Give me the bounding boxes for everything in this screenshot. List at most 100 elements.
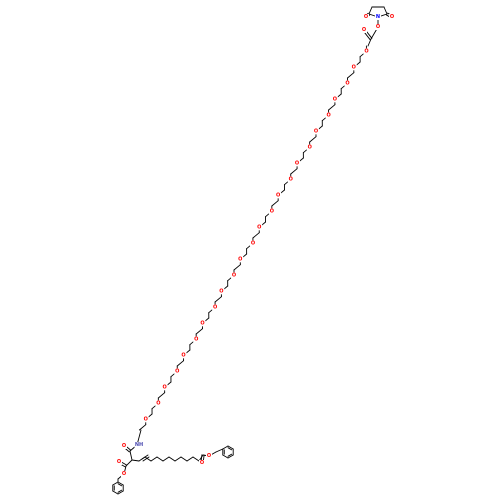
peg-ether-oxygen-symbol: O [308,144,312,150]
peg-ether-oxygen-symbol: O [257,224,261,230]
imide-carbonyl-oxygen-left-mask [363,14,369,20]
peg-ether-oxygen-mask [256,224,263,231]
succinimide-bond [383,6,388,15]
side-chain-bond [162,456,170,462]
stereo-hash-bond [142,456,150,462]
left-phenyl-ring-bond [112,490,119,495]
peg-ether-oxygen: O [306,144,313,151]
peg-ether-oxygen-symbol: O [333,96,337,102]
peg-ether-oxygen-symbol: O [345,80,349,86]
peg-ether-oxygen-mask [155,400,162,407]
nhs-ester-oxygen-symbol: O [376,24,380,30]
side-chain-bond [168,456,176,462]
peg-backbone-bond [309,136,317,143]
peg-ether-oxygen-symbol: O [276,192,280,198]
imide-carbonyl-oxygen-right-mask [389,14,395,20]
peg-ether-oxygen-symbol: O [175,368,179,374]
right-phenyl-ring-bond [227,445,234,450]
left-phenyl-ring-bond [117,481,124,486]
side-chain-bond [131,459,140,462]
peg-ether-oxygen-symbol: O [295,160,299,166]
peg-backbone-bond [233,264,241,271]
peg-ether-oxygen-symbol: O [213,304,217,310]
side-chain-bond [192,456,200,462]
peg-ether-oxygen-symbol: O [251,240,255,246]
side-chain-bond [156,456,164,462]
left-phenyl-ring-bond [112,481,119,486]
amide-nh-mask [134,442,144,448]
peg-backbone-bond [214,296,222,303]
peg-backbone-bond [271,200,279,207]
ester-carbonyl-oxygen: O [361,27,367,33]
peg-ether-oxygen-symbol: O [232,272,236,278]
peg-ether-oxygen: O [256,224,263,231]
amide-carbonyl-oxygen: O [121,443,127,449]
stereo-hash-bond [141,454,149,460]
side-chain-bond [186,456,194,462]
peg-to-ester-bond [367,38,372,47]
peg-ether-oxygen-symbol: O [200,320,204,326]
amide-nh: NH [134,442,144,448]
left-ester-alkoxy-oxygen-symbol: O [122,471,126,477]
peg-ether-oxygen: O [161,384,168,391]
amide-carbonyl-oxygen-mask [121,443,127,449]
amide-nh-symbol: NH [135,442,143,448]
peg-ether-oxygen-mask [331,96,338,103]
peg-ether-oxygen: O [268,208,275,215]
right-ester-alkoxy-oxygen: O [206,453,212,459]
peg-ether-oxygen-mask [218,288,225,295]
peg-ether-oxygen-mask [161,384,168,391]
imide-carbonyl-oxygen-right: O [389,14,395,20]
side-chain-bond [180,456,188,462]
right-ester-carbonyl-oxygen-mask [199,460,205,466]
right-ester-carbonyl-oxygen: O [199,460,205,466]
peg-backbone-bond [157,392,166,399]
peg-ether-oxygen: O [174,368,181,375]
alpha-to-ester-bond [125,459,133,467]
peg-ether-oxygen-symbol: O [162,384,166,390]
imide-carbonyl-oxygen-right-symbol: O [390,14,394,20]
peg-ether-oxygen-mask [363,48,370,55]
peg-ether-oxygen-mask [231,272,238,279]
peg-ether-oxygen: O [363,48,370,55]
imide-carbonyl-oxygen-left-symbol: O [364,14,368,20]
peg-ether-oxygen-mask [249,240,256,247]
right-phenyl-ring-inner-bond [227,453,233,457]
peg-ether-oxygen-mask [193,336,200,343]
peg-backbone-bond [290,168,298,175]
left-phenyl-ring-bond [117,490,124,495]
left-ester-carbonyl-oxygen-symbol: O [117,459,121,465]
peg-ether-oxygen-symbol: O [270,208,274,214]
ester-carbonyl-oxygen-mask [361,27,367,33]
peg-ether-oxygen: O [231,272,238,279]
peg-ether-oxygen-mask [294,160,301,167]
peg-ether-oxygen-mask [268,208,275,215]
bond-layer [112,6,394,495]
peg-ether-oxygen-mask [344,80,351,87]
peg-ether-oxygen: O [312,128,319,135]
peg-ether-oxygen: O [249,240,256,247]
right-phenyl-ring-inner-bond [227,447,233,451]
peg-ether-oxygen: O [325,112,332,119]
peg-ether-oxygen-symbol: O [352,64,356,70]
peg-ether-oxygen-mask [325,112,332,119]
left-ester-alkoxy-oxygen-mask [121,471,127,477]
peg-ether-oxygen: O [142,416,149,423]
peg-ether-oxygen: O [294,160,301,167]
peg-ether-oxygen-symbol: O [219,288,223,294]
peg-backbone-bond [252,232,260,239]
succinimide-bond [368,6,373,15]
peg-ether-oxygen: O [237,256,244,263]
right-ester-alkoxy-oxygen-mask [206,453,212,459]
peg-ether-oxygen-symbol: O [194,336,198,342]
peg-ether-oxygen-mask [306,144,313,151]
peg-backbone-bond [347,72,355,79]
peg-ether-oxygen-symbol: O [289,176,293,182]
peg-ether-oxygen-mask [275,192,282,199]
succinimide-nitrogen-mask [375,14,381,20]
peg-backbone-bond [328,104,336,111]
peg-backbone-bond [138,424,147,431]
side-chain-bond [144,456,152,462]
